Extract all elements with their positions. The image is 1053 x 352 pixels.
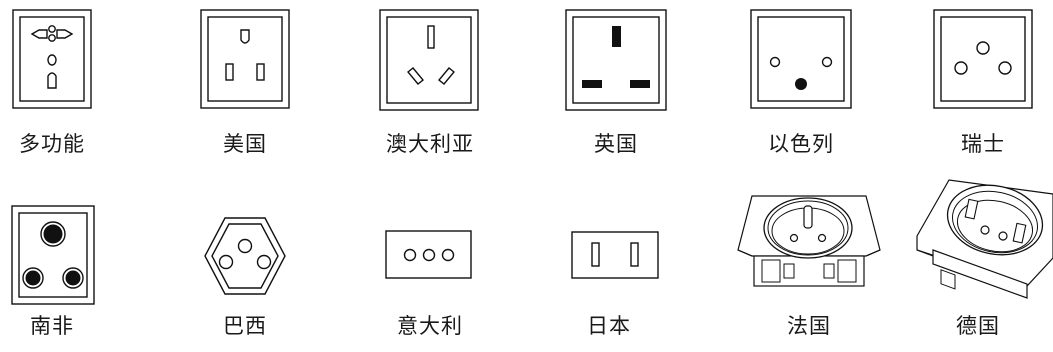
switzerland-socket-icon [933,9,1033,109]
socket-label: 美国 [223,132,267,156]
socket-australia: 澳大利亚 [355,0,505,176]
socket-south-africa: 南非 [0,176,127,352]
socket-label: 多功能 [19,132,85,156]
australia-socket-icon [379,9,479,111]
brazil-socket-icon [204,217,286,295]
japan-socket-icon [571,231,659,279]
socket-uk: 英国 [541,0,691,176]
socket-label: 英国 [594,132,638,156]
socket-label: 巴西 [223,314,267,338]
socket-france: 法国 [734,176,884,352]
socket-switzerland: 瑞士 [908,0,1053,176]
france-socket-icon [737,195,881,287]
socket-label: 瑞士 [961,132,1005,156]
south-africa-socket-icon [11,205,95,305]
socket-italy: 意大利 [355,176,505,352]
socket-label: 南非 [30,314,74,338]
usa-socket-icon [200,9,290,109]
socket-label: 法国 [787,314,831,338]
socket-germany: 德国 [903,176,1053,352]
socket-label: 日本 [587,314,631,338]
multi-socket-icon [12,9,92,109]
uk-socket-icon [565,9,667,111]
socket-brazil: 巴西 [170,176,320,352]
socket-usa: 美国 [170,0,320,176]
socket-japan: 日本 [534,176,684,352]
socket-label: 意大利 [397,314,463,338]
socket-multi: 多功能 [0,0,127,176]
germany-socket-icon [916,179,1053,299]
socket-label: 以色列 [768,132,834,156]
socket-israel: 以色列 [726,0,876,176]
italy-socket-icon [385,230,472,279]
israel-socket-icon [750,9,852,109]
socket-label: 澳大利亚 [386,132,474,156]
socket-label: 德国 [956,314,1000,338]
